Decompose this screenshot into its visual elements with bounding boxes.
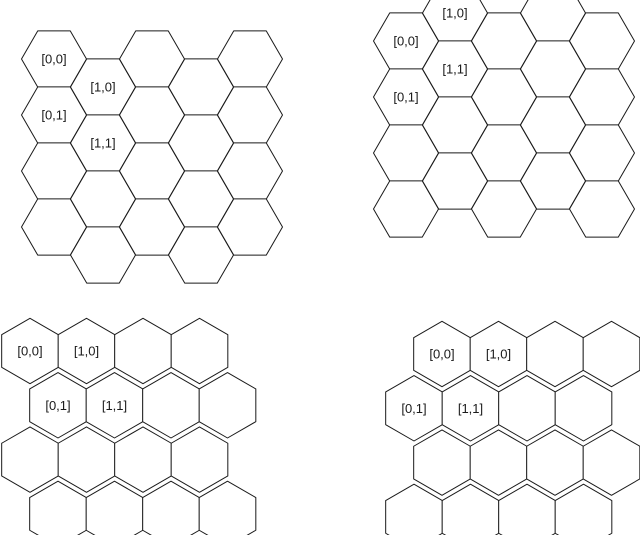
cell-coordinate-label: [1,1] <box>442 62 467 77</box>
hex-cell <box>498 375 556 442</box>
cell-coordinate-label: [1,0] <box>486 347 511 362</box>
hex-cell <box>385 483 443 535</box>
hex-cell <box>114 317 172 385</box>
hex-cell <box>170 317 229 385</box>
cell-coordinate-label: [0,0] <box>17 344 42 359</box>
pointy-top-odd-row-grid: [0,0] [1,0] [0,1] [1,1] <box>1 317 257 535</box>
hex-cell <box>441 483 500 535</box>
hex-cell <box>29 480 87 535</box>
flat-top-odd-column-grid: [0,0] [1,0] [0,1] [1,1] <box>21 30 283 284</box>
cell-coordinate-label: [0,0] <box>41 52 66 67</box>
hex-cell <box>198 480 257 535</box>
cell-coordinate-label: [1,1] <box>458 401 483 416</box>
flat-top-even-column-grid: [0,0] [1,0] [0,1] [1,1] <box>373 0 635 238</box>
cell-coordinate-label: [0,0] <box>393 34 418 49</box>
hex-cell <box>198 372 257 439</box>
hex-cell <box>469 429 528 496</box>
hex-cell <box>170 426 229 493</box>
hex-cell <box>554 375 613 442</box>
hex-cell <box>582 320 640 388</box>
hex-cell <box>526 320 584 388</box>
hex-cell <box>526 429 584 496</box>
hex-cell <box>554 483 613 535</box>
hex-cell <box>217 198 283 256</box>
hex-cell <box>142 372 200 439</box>
cell-coordinate-label: [0,1] <box>45 398 70 413</box>
hex-cell <box>85 480 144 535</box>
hex-cell <box>569 180 635 238</box>
cell-coordinate-label: [0,1] <box>393 90 418 105</box>
cell-coordinate-label: [0,1] <box>401 401 426 416</box>
hex-cell <box>498 483 556 535</box>
hex-cell <box>1 426 59 493</box>
cell-coordinate-label: [1,0] <box>90 80 115 95</box>
hex-cell <box>413 429 471 496</box>
hex-cell <box>142 480 200 535</box>
cell-coordinate-label: [0,1] <box>41 108 66 123</box>
cell-coordinate-label: [0,0] <box>429 347 454 362</box>
cell-coordinate-label: [1,1] <box>102 398 127 413</box>
hex-cell <box>57 426 116 493</box>
cell-coordinate-label: [1,0] <box>74 344 99 359</box>
cell-coordinate-label: [1,0] <box>442 6 467 21</box>
cell-coordinate-label: [1,1] <box>90 136 115 151</box>
hex-cell <box>582 429 640 496</box>
hex-cell <box>114 426 172 493</box>
pointy-top-even-row-grid: [0,0] [1,0] [0,1] [1,1] <box>385 320 640 535</box>
